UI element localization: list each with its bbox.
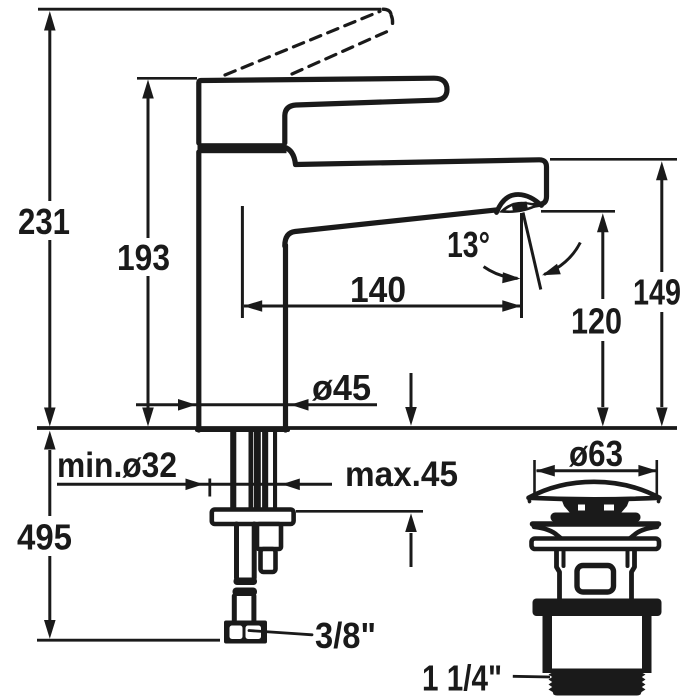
svg-text:120: 120 bbox=[571, 301, 622, 342]
svg-text:ø45: ø45 bbox=[312, 367, 371, 408]
svg-text:max.45: max.45 bbox=[345, 455, 458, 494]
svg-text:140: 140 bbox=[350, 269, 406, 310]
svg-text:193: 193 bbox=[117, 237, 170, 278]
svg-text:231: 231 bbox=[18, 201, 70, 242]
svg-text:min.ø32: min.ø32 bbox=[57, 446, 177, 485]
svg-text:1 1/4": 1 1/4" bbox=[422, 658, 502, 699]
svg-text:3/8": 3/8" bbox=[315, 615, 376, 656]
svg-text:495: 495 bbox=[17, 517, 72, 558]
svg-text:149: 149 bbox=[633, 272, 681, 313]
svg-text:ø63: ø63 bbox=[569, 433, 623, 474]
svg-text:13°: 13° bbox=[447, 224, 490, 265]
